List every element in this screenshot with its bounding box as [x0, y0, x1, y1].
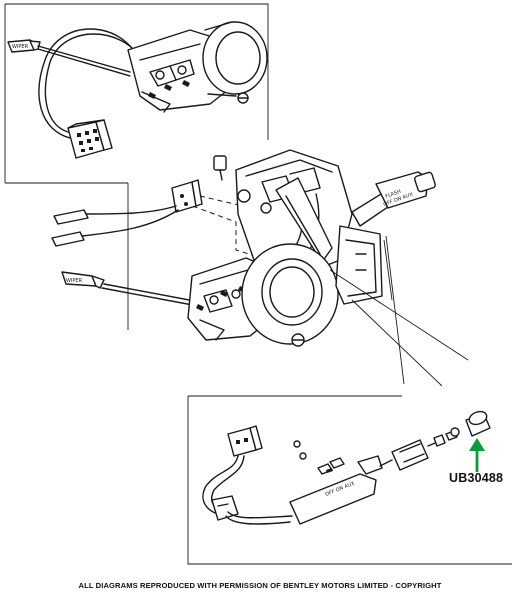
copyright-footer: ALL DIAGRAMS REPRODUCED WITH PERMISSION … — [78, 581, 442, 590]
inset-switch-assembly: WIPER — [7, 21, 268, 159]
indicator-stalk: FLASH OFF ON AUX — [351, 171, 436, 227]
part-pointer-arrow — [469, 438, 485, 472]
inset-stalk-and-bulb: OFF ON AUX — [202, 410, 491, 525]
wiper-stalk-lower: WIPER — [61, 271, 201, 307]
svg-text:WIPER: WIPER — [66, 278, 83, 284]
two-pin-connector — [51, 179, 203, 247]
inset-frame-top-left — [4, 3, 269, 330]
inset-frame-bottom-right — [187, 395, 512, 565]
main-switch-assembly: FLASH OFF ON AUX WIPER — [51, 149, 469, 387]
svg-text:WIPER: WIPER — [12, 44, 29, 50]
part-number-label: UB30488 — [449, 471, 504, 485]
svg-text:FLASH: FLASH — [385, 189, 402, 200]
multi-pin-connector — [67, 119, 113, 159]
